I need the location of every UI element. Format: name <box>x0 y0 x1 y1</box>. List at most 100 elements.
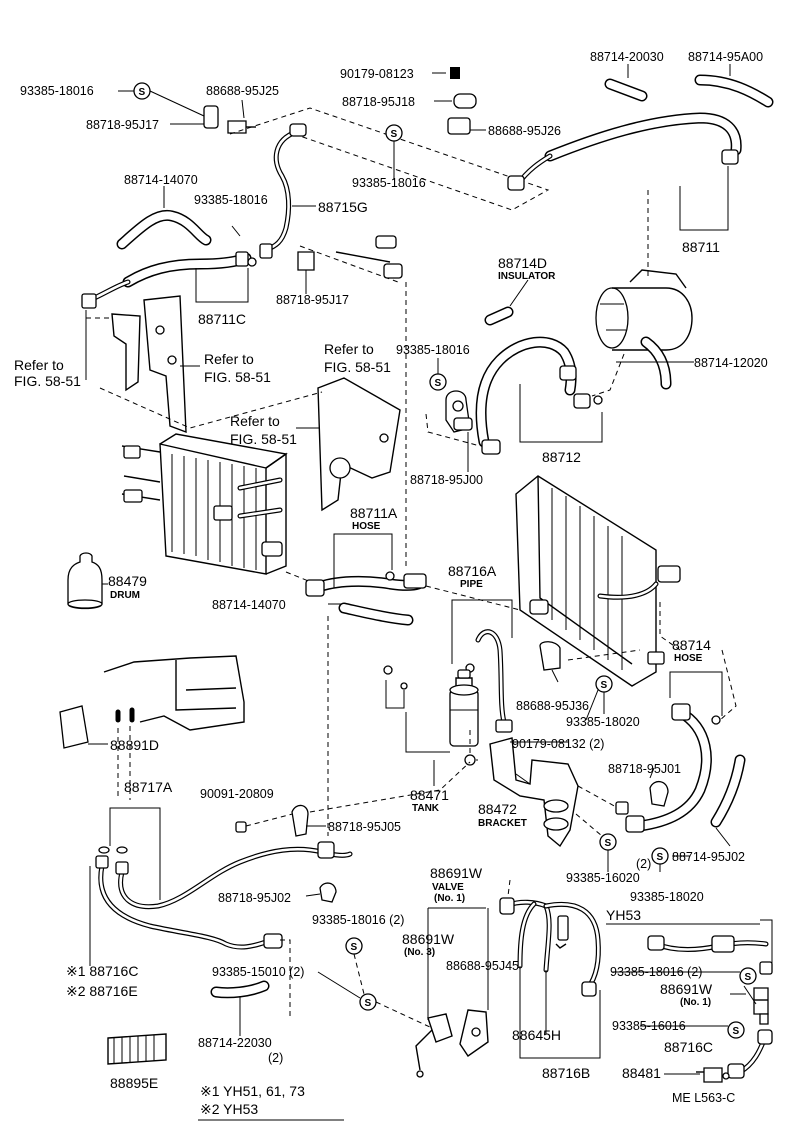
label-88895E: 88895E <box>110 1075 158 1091</box>
svg-text:S: S <box>745 972 752 983</box>
hose-88711 <box>507 112 742 231</box>
clips-top-center: S <box>385 67 486 172</box>
label-88716A-sub: PIPE <box>460 579 483 590</box>
clips-lower-left <box>235 761 471 903</box>
label-refer2-a: Refer to <box>204 351 254 367</box>
label-88691W-1-sub1: VALVE <box>432 882 464 893</box>
label-refer1-a: Refer to <box>14 357 64 373</box>
valve-assembly-right: S S <box>647 935 773 1083</box>
label-88691W-right: 88691W <box>660 981 713 997</box>
label-93385-18020-b: 93385-18020 <box>630 890 704 904</box>
label-88716B: 88716B <box>542 1065 590 1081</box>
label-93385-18016-tl: 93385-18016 <box>20 84 94 98</box>
label-88711A: 88711A <box>350 505 398 521</box>
pipe-88715G <box>259 123 316 259</box>
short-hoses-top-right <box>604 64 774 108</box>
evaporator-unit <box>121 433 317 585</box>
label-refer1-b: FIG. 58-51 <box>14 373 81 389</box>
label-88691W-3-sub: (No. 3) <box>404 947 435 958</box>
label-88714-95J02: 88714-95J02 <box>672 850 745 864</box>
pipes-88716B <box>499 879 773 1059</box>
label-88718-95J02: 88718-95J02 <box>218 891 291 905</box>
label-88471: 88471 <box>410 787 449 803</box>
label-90179-08123: 90179-08123 <box>340 67 414 81</box>
hose-88714-14070-top <box>116 186 212 250</box>
part-labels: 93385-18016 88688-95J25 88718-95J17 9017… <box>14 50 768 1117</box>
svg-text:S: S <box>351 942 358 953</box>
label-93385-18016-r: 93385-18016 <box>396 343 470 357</box>
label-refer4-a: Refer to <box>230 413 280 429</box>
receiver-tank-88471 <box>383 665 479 786</box>
svg-text:S: S <box>605 838 612 849</box>
label-88718-95J01: 88718-95J01 <box>608 762 681 776</box>
hose-88714 <box>625 649 746 847</box>
reference-code: ME L563-C <box>672 1091 735 1105</box>
label-YH53: YH53 <box>606 907 641 923</box>
label-93385-15010: 93385-15010 (2) <box>212 965 304 979</box>
label-refer2-b: FIG. 58-51 <box>204 369 271 385</box>
footnote-2: ※2 YH53 <box>200 1101 258 1117</box>
hose-88712 <box>475 279 694 455</box>
label-88714-95A00: 88714-95A00 <box>688 50 763 64</box>
label-refer3-b: FIG. 58-51 <box>324 359 391 375</box>
pipe-88717A <box>89 616 353 1018</box>
label-88718-95J18: 88718-95J18 <box>342 95 415 109</box>
label-88471-sub: TANK <box>412 803 440 814</box>
label-88688-95J25: 88688-95J25 <box>206 84 279 98</box>
label-88718-95J17-tl: 88718-95J17 <box>86 118 159 132</box>
label-88716A: 88716A <box>448 563 497 579</box>
label-93385-18016-2a: 93385-18016 (2) <box>312 913 404 927</box>
label-2-b: (2) <box>268 1051 283 1065</box>
label-leaders <box>317 172 740 1075</box>
label-88472-sub: BRACKET <box>478 818 527 829</box>
label-88717A: 88717A <box>124 779 173 795</box>
label-88691W-1-sub2: (No. 1) <box>434 893 465 904</box>
label-88688-95J45: 88688-95J45 <box>446 959 519 973</box>
svg-text:S: S <box>435 378 442 389</box>
label-93385-18020-a: 93385-18020 <box>566 715 640 729</box>
label-88714-22030: 88714-22030 <box>198 1036 272 1050</box>
label-90091-20809: 90091-20809 <box>200 787 274 801</box>
label-88718-95J00: 88718-95J00 <box>410 473 483 487</box>
label-93385-16020: 93385-16020 <box>566 871 640 885</box>
hoses-bottom-left <box>107 980 270 1065</box>
label-88718-95J17-mid: 88718-95J17 <box>276 293 349 307</box>
label-88714: 88714 <box>672 637 711 653</box>
label-93385-18016-mid: 93385-18016 <box>194 193 268 207</box>
label-88691W-3: 88691W <box>402 931 455 947</box>
pipe-88716A <box>451 599 513 733</box>
clip-88688-95J36: S <box>539 641 641 714</box>
label-88711A-sub: HOSE <box>352 521 381 532</box>
bracket-center <box>296 377 401 512</box>
bracket-left-assembly <box>85 295 323 434</box>
label-88716C-left: ※1 88716C <box>66 963 138 979</box>
svg-text:S: S <box>733 1026 740 1037</box>
hose-88711A <box>305 282 427 626</box>
label-88714D-sub: INSULATOR <box>498 271 556 282</box>
label-88714-sub: HOSE <box>674 653 703 664</box>
label-refer4-b: FIG. 58-51 <box>230 431 297 447</box>
label-88481: 88481 <box>622 1065 661 1081</box>
compressor <box>591 190 693 397</box>
firewall-area <box>59 655 245 749</box>
label-88715G: 88715G <box>318 199 368 215</box>
label-88716E-left: ※2 88716E <box>66 983 138 999</box>
condenser-unit <box>425 475 681 687</box>
top-left-clips: S <box>118 82 256 134</box>
clip-88718-95J01 <box>649 767 669 807</box>
label-88688-95J26: 88688-95J26 <box>488 124 561 138</box>
label-90179-08132: 90179-08132 (2) <box>512 737 604 751</box>
label-93385-18016-top: 93385-18016 <box>352 176 426 190</box>
label-2-a: (2) <box>636 857 651 871</box>
label-88479-sub: DRUM <box>110 590 140 601</box>
svg-text:S: S <box>391 129 398 140</box>
label-88691W-right-sub: (No. 1) <box>680 997 711 1008</box>
label-88718-95J05: 88718-95J05 <box>328 820 401 834</box>
label-88714-14070-top: 88714-14070 <box>124 173 198 187</box>
hose-88711C <box>81 225 257 309</box>
svg-text:S: S <box>139 87 146 98</box>
label-88714-12020: 88714-12020 <box>694 356 768 370</box>
clip-88718-95J17-mid <box>297 235 403 294</box>
bracket-88472: S S <box>489 737 669 872</box>
drum-88479 <box>67 552 108 610</box>
